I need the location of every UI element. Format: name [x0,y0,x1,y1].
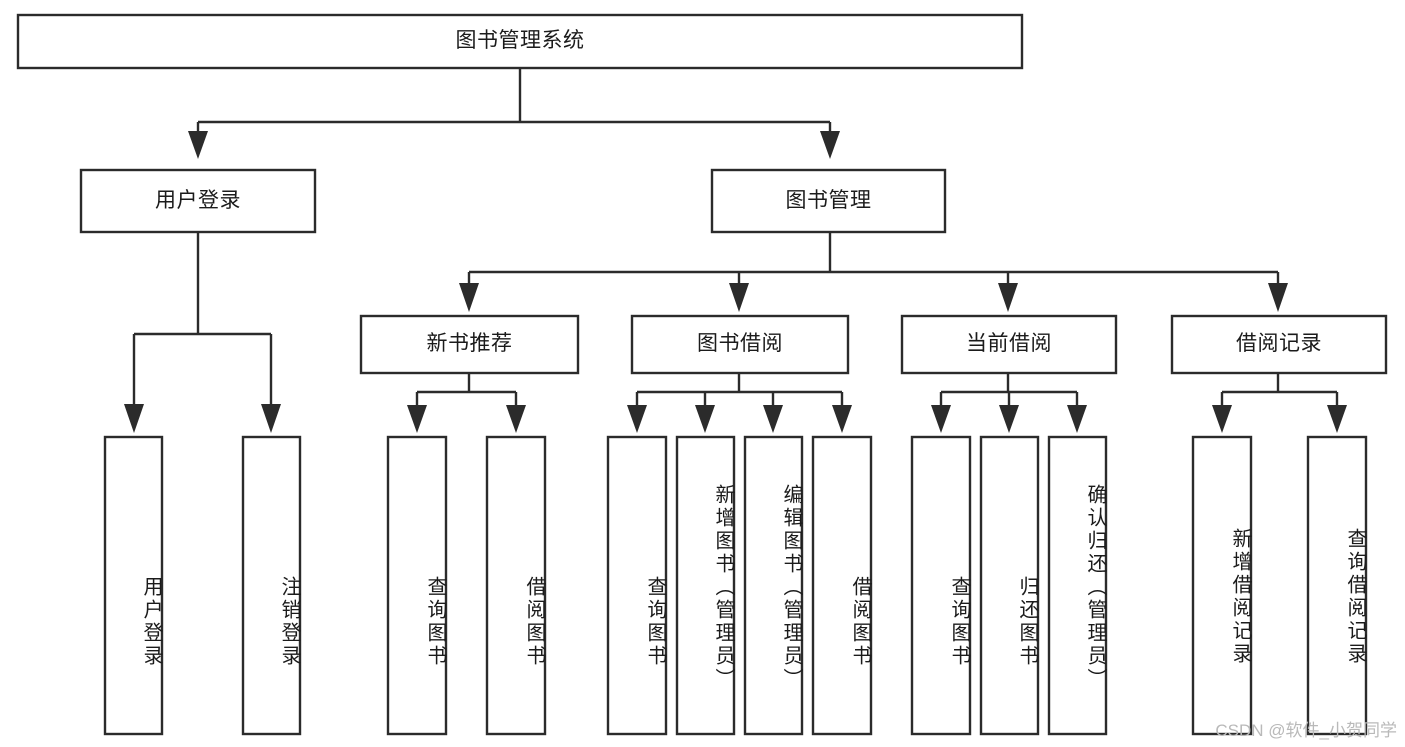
node-leaf-user-login[interactable] [103,435,164,736]
arrow-to-leaf-query-book-1 [407,405,427,433]
edges-new-book-recommend-to-leaves [407,373,526,433]
arrow-to-user-login [188,131,208,159]
arrow-to-leaf-query-book-3 [931,405,951,433]
node-current-borrow[interactable] [900,314,1118,375]
edges-borrow-record-to-leaves [1212,373,1347,433]
csdn-watermark: CSDN @软件_小贺同学 [1215,721,1397,740]
node-leaf-add-record[interactable] [1191,435,1253,736]
node-leaf-edit-book[interactable] [743,435,804,736]
arrow-to-leaf-borrow-book-2 [832,405,852,433]
arrow-to-leaf-edit-book [763,405,783,433]
arrow-to-book-manage [820,131,840,159]
arrow-to-leaf-query-book-2 [627,405,647,433]
node-leaf-query-book-1[interactable] [386,435,448,736]
arrow-to-leaf-borrow-book-1 [506,405,526,433]
node-leaf-borrow-book-2[interactable] [811,435,873,736]
arrow-to-leaf-confirm-return [1067,405,1087,433]
edges-user-login-to-leaves [124,232,281,433]
node-leaf-query-record[interactable] [1306,435,1368,736]
node-book-borrow[interactable] [630,314,850,375]
arrow-to-leaf-add-record [1212,405,1232,433]
arrow-to-leaf-add-book [695,405,715,433]
arrow-to-borrow-record [1268,283,1288,312]
node-leaf-add-book[interactable] [675,435,736,736]
node-borrow-record[interactable] [1170,314,1388,375]
node-leaf-return-book[interactable] [979,435,1040,736]
arrow-to-book-borrow [729,283,749,312]
node-new-book-recommend[interactable] [359,314,580,375]
edges-book-borrow-to-leaves [627,373,852,433]
edges-current-borrow-to-leaves [931,373,1087,433]
arrow-to-current-borrow [998,283,1018,312]
arrow-to-leaf-user-login [124,404,144,433]
node-user-login[interactable] [79,168,317,234]
arrow-to-leaf-return-book [999,405,1019,433]
arrow-to-leaf-query-record [1327,405,1347,433]
node-leaf-query-book-2[interactable] [606,435,668,736]
arrow-to-leaf-logout-login [261,404,281,433]
node-root[interactable] [16,13,1024,70]
node-leaf-query-book-3[interactable] [910,435,972,736]
arrow-to-new-book-recommend [459,283,479,312]
node-leaf-confirm-return[interactable] [1047,435,1108,736]
edges-book-manage-to-level3 [459,232,1288,312]
node-leaf-logout-login[interactable] [241,435,302,736]
node-leaf-borrow-book-1[interactable] [485,435,547,736]
edges-root-to-level2 [188,68,840,159]
node-book-manage[interactable] [710,168,947,234]
